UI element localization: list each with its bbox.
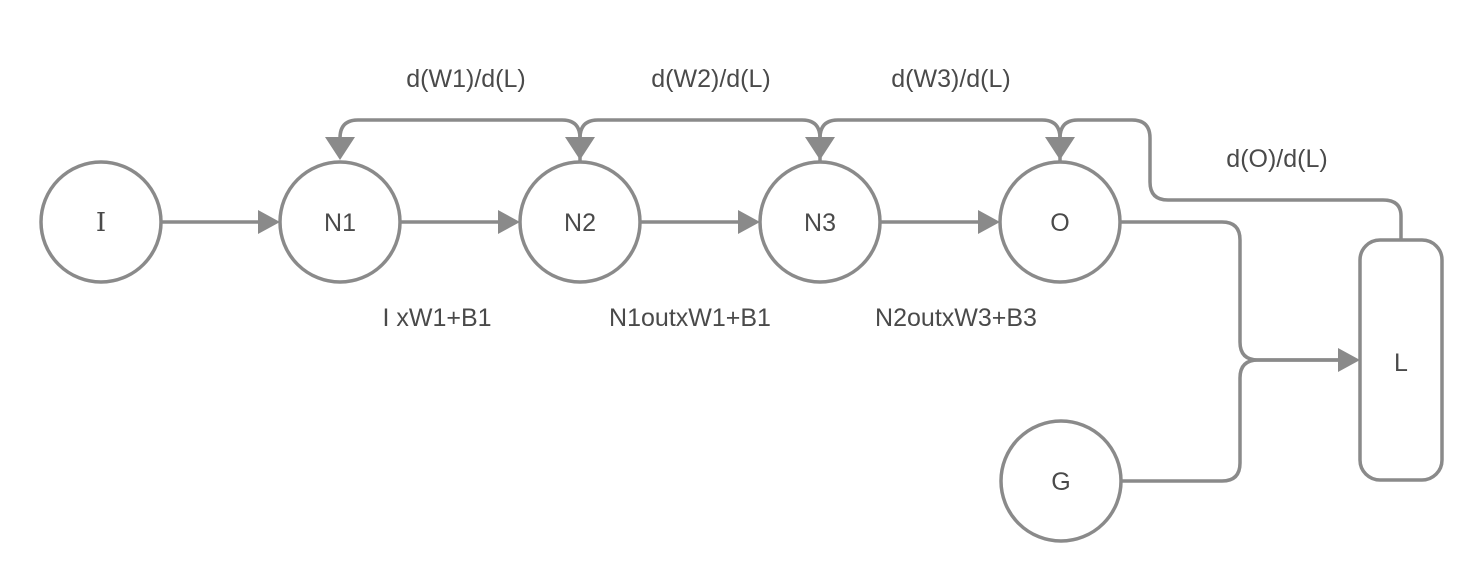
edge-o-n3-gradient <box>818 118 1062 162</box>
node-n1-label: N1 <box>324 209 356 237</box>
node-n3-circle <box>758 160 882 284</box>
arrowhead-into-l-left <box>1338 348 1360 372</box>
annotation-formula-n2: N1outxW1+B1 <box>609 304 771 332</box>
node-n1-circle <box>278 160 402 284</box>
node-o: O <box>998 160 1122 284</box>
node-g-label: G <box>1051 468 1070 496</box>
node-n2-circle <box>518 160 642 284</box>
arrowhead-into-o-top <box>1045 137 1075 160</box>
annotation-formula-n3: N2outxW3+B3 <box>875 304 1037 332</box>
arrowhead-into-o-left <box>978 210 1000 234</box>
node-i-circle <box>39 160 163 284</box>
node-n3-label: N3 <box>804 209 836 237</box>
node-n2-label: N2 <box>564 209 596 237</box>
edge-n2-n1-gradient <box>338 118 582 162</box>
node-g-circle <box>999 419 1123 543</box>
forward-edges <box>161 210 1360 483</box>
annotation-formula-n1: I xW1+B1 <box>382 304 491 332</box>
node-i-label: I <box>96 208 106 238</box>
gradient-label-dw1: d(W1)/d(L) <box>406 65 525 93</box>
edge-labels: d(W1)/d(L) d(W2)/d(L) d(W3)/d(L) d(O)/d(… <box>406 65 1327 173</box>
edge-l-o-gradient <box>1058 118 1403 240</box>
nodes: I N1 N2 N3 O G <box>39 160 1444 543</box>
formula-annotations: I xW1+B1 N1outxW1+B1 N2outxW3+B3 <box>382 304 1036 332</box>
edge-n3-n2-gradient <box>578 118 822 162</box>
arrowhead-into-n1-top <box>325 137 355 160</box>
edge-o-l <box>1120 220 1340 362</box>
node-o-label: O <box>1050 209 1069 237</box>
node-l: L <box>1358 238 1444 482</box>
node-l-rect <box>1358 238 1444 482</box>
arrowhead-into-n3-left <box>738 210 760 234</box>
node-n1: N1 <box>278 160 402 284</box>
node-n3: N3 <box>758 160 882 284</box>
gradient-edges <box>325 118 1403 240</box>
arrowhead-into-n2-top <box>565 137 595 160</box>
arrowhead-into-n3-top <box>805 137 835 160</box>
gradient-label-do: d(O)/d(L) <box>1226 145 1327 173</box>
gradient-label-dw2: d(W2)/d(L) <box>651 65 770 93</box>
arrowhead-into-n1-left <box>258 210 280 234</box>
gradient-label-dw3: d(W3)/d(L) <box>891 65 1010 93</box>
node-o-circle <box>998 160 1122 284</box>
node-i: I <box>39 160 163 284</box>
node-l-label: L <box>1394 349 1408 377</box>
node-n2: N2 <box>518 160 642 284</box>
edge-g-l <box>1121 358 1340 483</box>
arrowhead-into-n2-left <box>498 210 520 234</box>
node-g: G <box>999 419 1123 543</box>
